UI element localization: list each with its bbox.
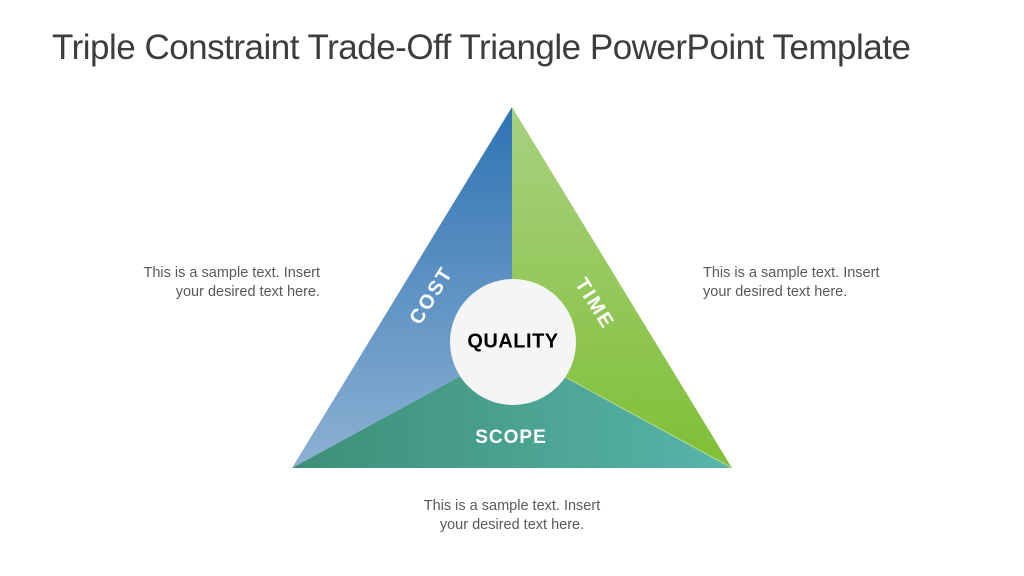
slide-title: Triple Constraint Trade-Off Triangle Pow… xyxy=(52,28,911,67)
left-annotation: This is a sample text. Insert your desir… xyxy=(100,264,320,302)
scope-label: SCOPE xyxy=(475,427,547,448)
quality-circle xyxy=(450,279,576,405)
cost-segment xyxy=(292,107,512,468)
bottom-annotation: This is a sample text. Insert your desir… xyxy=(362,497,662,535)
bottom-annotation-line2: your desired text here. xyxy=(439,517,585,533)
right-annotation: This is a sample text. Insert your desir… xyxy=(703,264,923,302)
right-annotation-line1: This is a sample text. Insert xyxy=(703,265,880,281)
quality-label: QUALITY xyxy=(467,330,559,353)
scope-segment xyxy=(292,348,732,468)
left-annotation-line2: your desired text here. xyxy=(175,284,320,300)
bottom-annotation-line1: This is a sample text. Insert xyxy=(423,498,601,514)
right-annotation-line2: your desired text here. xyxy=(703,284,848,300)
left-annotation-line1: This is a sample text. Insert xyxy=(143,265,320,281)
